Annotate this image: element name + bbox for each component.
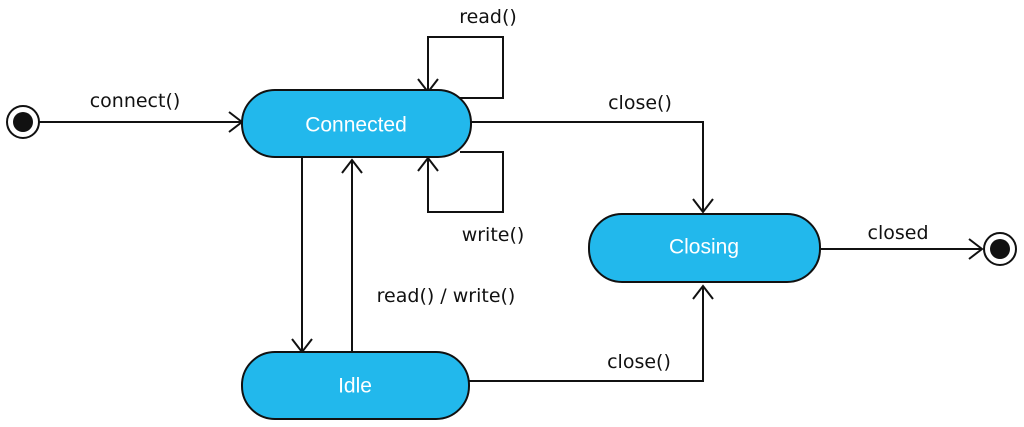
label-closed: closed — [868, 222, 929, 244]
edge-write-self — [427, 151, 504, 213]
state-idle: Idle — [241, 351, 470, 420]
label-connect: connect() — [90, 90, 181, 112]
edge-read-self — [427, 36, 504, 99]
arrowhead-closed — [968, 238, 984, 260]
state-connected: Connected — [241, 89, 472, 158]
label-close-from-idle: close() — [607, 351, 671, 373]
final-node — [983, 232, 1017, 266]
arrowhead-read-write — [341, 158, 363, 174]
edge-close-from-connected — [471, 121, 704, 212]
state-closing-label: Closing — [669, 236, 739, 259]
state-connected-label: Connected — [305, 114, 407, 137]
arrowhead-close-from-idle — [692, 284, 714, 300]
edge-close-from-idle — [469, 286, 704, 382]
label-read-write: read() / write() — [377, 285, 516, 307]
label-read-self: read() — [459, 6, 517, 28]
arrowhead-close-from-connected — [692, 198, 714, 214]
state-idle-label: Idle — [338, 375, 372, 398]
initial-node — [6, 105, 40, 139]
label-write-self: write() — [462, 224, 525, 246]
label-close-from-connected: close() — [608, 92, 672, 114]
state-closing: Closing — [588, 213, 821, 283]
